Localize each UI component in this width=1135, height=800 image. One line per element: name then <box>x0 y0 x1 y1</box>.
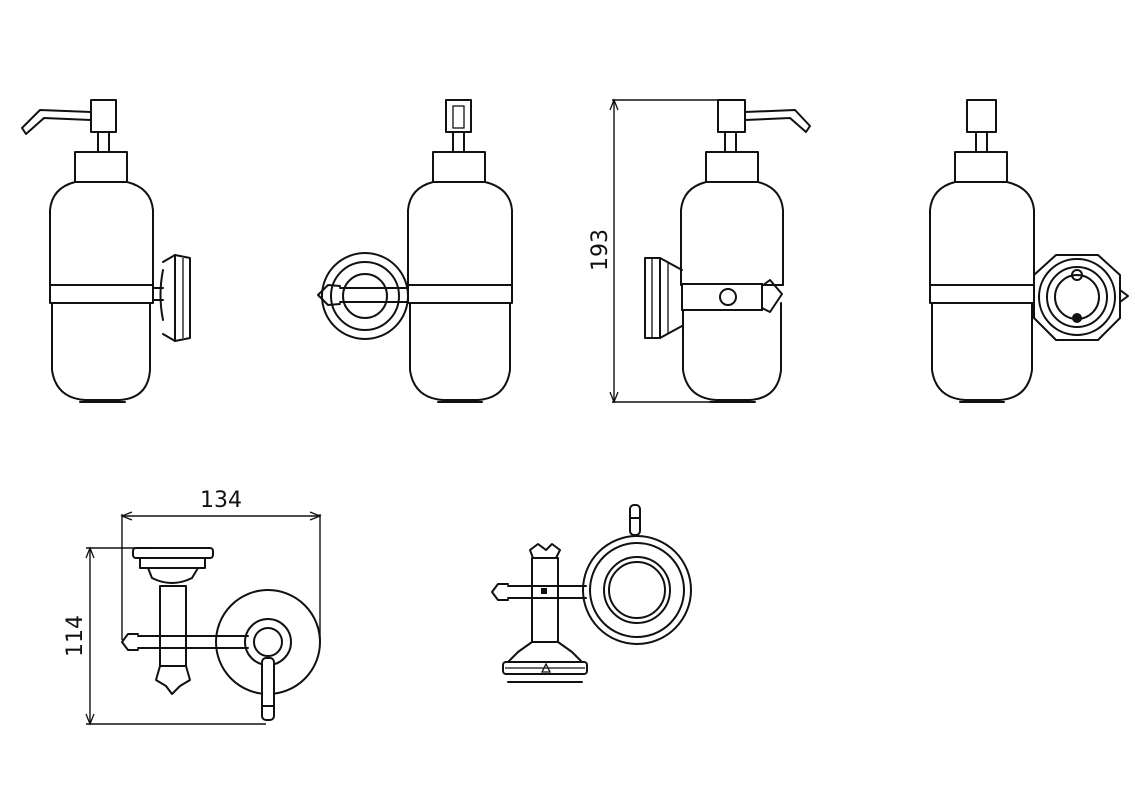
bottle-body <box>407 181 513 286</box>
holder-cup <box>51 302 151 401</box>
bottle-body <box>929 181 1035 286</box>
holder-cup <box>682 302 782 401</box>
bottle-body <box>680 181 784 286</box>
holder-band <box>929 284 1035 304</box>
holder-band <box>407 284 513 304</box>
bracket-post <box>159 585 187 667</box>
finial-knob <box>317 284 341 306</box>
finial-knob <box>121 633 139 651</box>
pump-head <box>90 99 117 133</box>
star-mark-icon <box>540 662 552 673</box>
bracket-rosette <box>1033 254 1121 341</box>
wall-flange <box>132 547 214 559</box>
pump-stem <box>452 131 465 153</box>
holder-ring <box>582 535 692 645</box>
bottle-neck <box>432 151 486 183</box>
holder-cup <box>409 302 511 401</box>
finial-knob <box>529 543 561 559</box>
wall-flange <box>502 661 588 675</box>
bracket-arm <box>681 283 763 311</box>
pump-head <box>717 99 746 133</box>
pump-nozzle <box>21 109 92 135</box>
bottle-neck <box>705 151 759 183</box>
holder-cup <box>931 302 1033 401</box>
view-side-right: 193 <box>588 98 811 404</box>
view-side-left <box>21 99 191 403</box>
bracket-rosette <box>321 252 409 340</box>
view-front-bracket-left <box>317 99 513 403</box>
wall-flange <box>162 254 191 342</box>
pump-stem <box>975 131 988 153</box>
bottle-neck <box>74 151 128 183</box>
bracket-post <box>531 557 559 643</box>
finial-knob <box>491 583 509 601</box>
bottle-body <box>49 181 154 286</box>
view-front-bracket-right <box>929 99 1129 403</box>
pump-nozzle <box>744 109 811 133</box>
view-top: 134 114 <box>63 488 322 726</box>
dimension-width-label: 134 <box>200 488 242 513</box>
wall-flange <box>644 257 683 339</box>
holder-band <box>49 284 154 304</box>
pump-stem <box>724 131 737 153</box>
pump-head <box>445 99 472 133</box>
finial-knob <box>155 665 191 695</box>
screw-icon <box>1071 269 1083 281</box>
pump-stem <box>97 131 110 153</box>
pump-head <box>966 99 997 133</box>
pump-nozzle <box>629 504 641 536</box>
dimension-height-label: 193 <box>588 229 613 271</box>
finial-knob <box>761 279 783 313</box>
dimension-depth-label: 114 <box>63 615 88 657</box>
screw-icon <box>1072 313 1082 323</box>
bottle-neck <box>954 151 1008 183</box>
pump-nozzle <box>261 657 275 721</box>
view-rear <box>491 504 692 683</box>
